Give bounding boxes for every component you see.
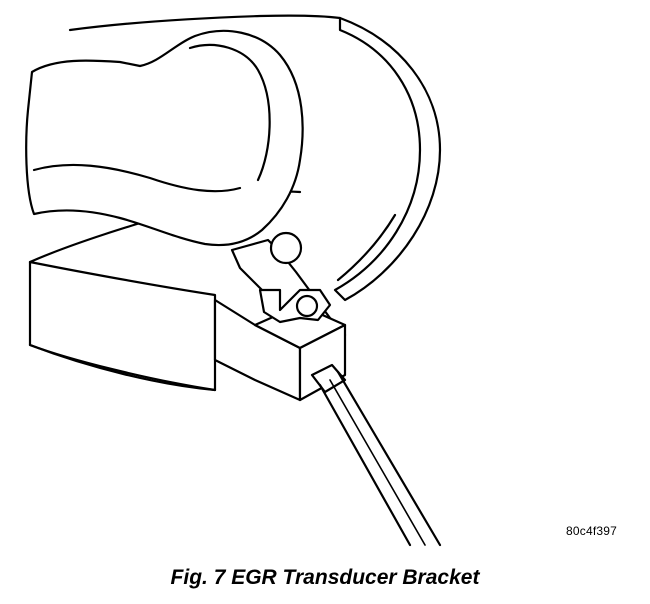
- screwdriver-shaft-left: [318, 383, 412, 547]
- housing-flange: [333, 16, 442, 302]
- bracket-slot: [258, 288, 332, 324]
- hose-tube: [25, 29, 304, 247]
- transducer-housing-outline: [28, 260, 217, 392]
- bracket-hole-lower: [295, 294, 319, 318]
- figure-caption: Fig. 7 EGR Transducer Bracket: [170, 566, 480, 589]
- bracket-hole-upper: [269, 231, 303, 265]
- image-code: 80c4f397: [566, 524, 617, 538]
- egr-transducer-bracket-illustration: [25, 14, 442, 547]
- screwdriver-shaft-right: [336, 370, 442, 547]
